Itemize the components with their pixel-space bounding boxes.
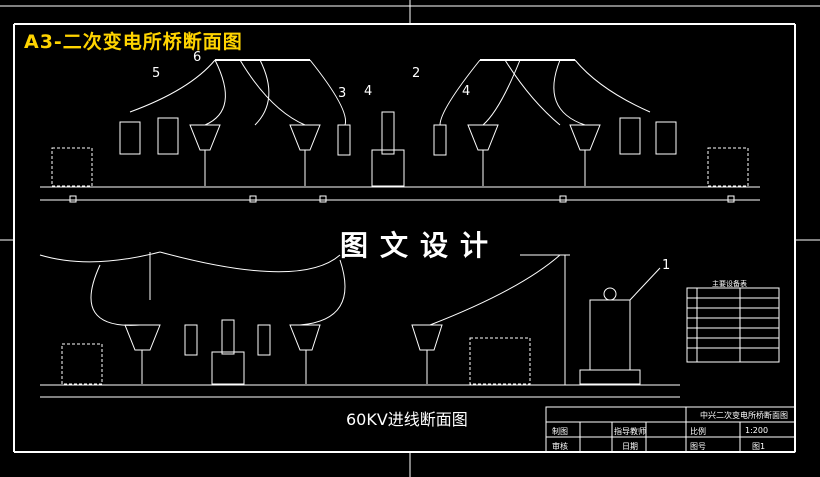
callout-2: 2 [412, 66, 421, 81]
callout-1: 1 [662, 258, 671, 273]
callout-4b: 4 [462, 84, 471, 99]
top-section [40, 59, 760, 203]
title-block-review: 审核 [552, 442, 568, 451]
title-block-drawn: 制图 [552, 427, 568, 436]
watermark-text: 图文设计 [340, 229, 501, 262]
title-block-advisor: 指导教师 [614, 427, 646, 436]
equipment-table-title: 主要设备表 [712, 280, 747, 288]
title-block-drawing-no-label: 图号 [690, 442, 706, 451]
title-block-drawing-no: 图1 [752, 442, 766, 451]
equipment-table [686, 287, 780, 363]
callout-5: 5 [152, 66, 161, 81]
callout-4a: 4 [364, 84, 373, 99]
drawing-title: A3-二次变电所桥断面图 [24, 31, 243, 53]
title-block-scale-value: 1:200 [745, 426, 769, 435]
title-block-scale-label: 比例 [690, 427, 706, 436]
section-title: 60KV进线断面图 [346, 410, 468, 429]
callout-6: 6 [193, 50, 202, 65]
bottom-section [39, 251, 680, 398]
callout-3: 3 [338, 86, 347, 101]
title-block-frame [545, 406, 796, 453]
title-block-date: 日期 [622, 442, 638, 451]
title-block-project: 中兴二次变电所桥断面图 [700, 411, 788, 420]
